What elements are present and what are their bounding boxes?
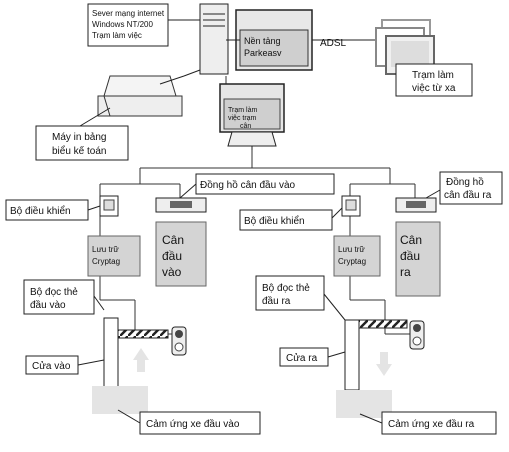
platform-screen: [239, 29, 309, 67]
right-scale-clock-label-box: [439, 171, 503, 205]
right-scale-line-1: Cân: [400, 233, 422, 247]
left-sensor-pad: [92, 386, 148, 414]
right-scale-line-3: ra: [400, 265, 411, 279]
left-reader-post: [103, 317, 119, 389]
right-controller-label: Bộ điều khiển: [244, 215, 305, 227]
printer-label-box: [35, 125, 129, 161]
left-scale-line-2: đầu: [162, 249, 182, 263]
remote-workstation-line-2: việc từ xa: [412, 83, 456, 94]
left-controller-label: Bộ điều khiển: [10, 205, 71, 217]
platform-label-line-1: Nền tảng: [244, 36, 281, 46]
left-reader-label-box: [23, 279, 95, 315]
left-branch: [5, 173, 335, 435]
platform-label-line-2: Parkeasv: [244, 48, 282, 58]
server-unit: [87, 3, 375, 75]
right-branch: [239, 171, 503, 435]
right-reader-line-1: Bộ đọc thẻ: [262, 283, 310, 294]
left-entry-arrow-icon: [133, 348, 149, 372]
labels: Sever mạng internet Windows NT/200 Trạm …: [10, 9, 492, 430]
adsl-label: ADSL: [320, 38, 347, 49]
left-storage-line-2: Cryptag: [92, 257, 120, 266]
right-scale-clock-line-2: cân đầu ra: [444, 189, 492, 201]
server-caption-line-2: Windows NT/200: [92, 20, 153, 29]
left-scale-line-3: vào: [162, 265, 182, 279]
server-monitor: [87, 3, 169, 47]
right-controller-label-box: [239, 209, 333, 231]
left-storage-box: [87, 235, 141, 277]
left-scale-box: [155, 221, 207, 287]
right-barrier-arm: [358, 319, 408, 329]
printer-label-line-1: Máy in bảng: [52, 132, 106, 143]
server-tower: [199, 3, 229, 75]
central-workstation-line-3: cân: [240, 123, 251, 130]
central-workstation-line-1: Trạm làm: [228, 107, 257, 114]
left-reader-line-1: Bộ đọc thẻ: [30, 287, 78, 298]
server-caption-line-1: Sever mạng internet: [92, 9, 165, 18]
server-caption-line-3: Trạm làm việc: [92, 31, 142, 40]
remote-workstation-line-1: Trạm làm: [412, 70, 454, 81]
right-storage-line-1: Lưu trữ: [338, 245, 365, 254]
printer-label-line-2: biểu kế toán: [52, 145, 107, 157]
left-scale-line-1: Cân: [162, 233, 184, 247]
right-reader-label-box: [255, 275, 325, 311]
central-workstation-line-2: việc trạm: [228, 115, 257, 122]
left-reader-line-2: đầu vào: [30, 299, 66, 311]
right-storage-box: [333, 235, 381, 277]
right-reader-post: [344, 319, 360, 391]
left-storage-line-1: Lưu trữ: [92, 245, 119, 254]
right-exit-arrow-icon: [376, 352, 392, 376]
left-scale-clock-label: Đồng hồ cân đầu vào: [200, 179, 296, 191]
right-scale-line-2: đầu: [400, 249, 420, 263]
printer: [35, 69, 201, 161]
left-gate-label: Cửa vào: [32, 360, 71, 372]
right-reader-line-2: đầu ra: [262, 295, 291, 307]
remote-workstation-label-box: [395, 63, 473, 97]
right-scale-clock-line-1: Đồng hồ: [446, 176, 484, 188]
remote-workstation: [375, 19, 473, 97]
right-sensor-label: Cảm ứng xe đầu ra: [388, 418, 475, 430]
right-scale-box: [395, 221, 441, 297]
left-sensor-label: Cảm ứng xe đầu vào: [146, 418, 240, 430]
right-gate-label: Cửa ra: [286, 352, 318, 364]
connection-lines: [99, 76, 420, 335]
left-barrier-arm: [117, 329, 169, 339]
central-workstation: [219, 83, 285, 150]
right-storage-line-2: Cryptag: [338, 257, 366, 266]
